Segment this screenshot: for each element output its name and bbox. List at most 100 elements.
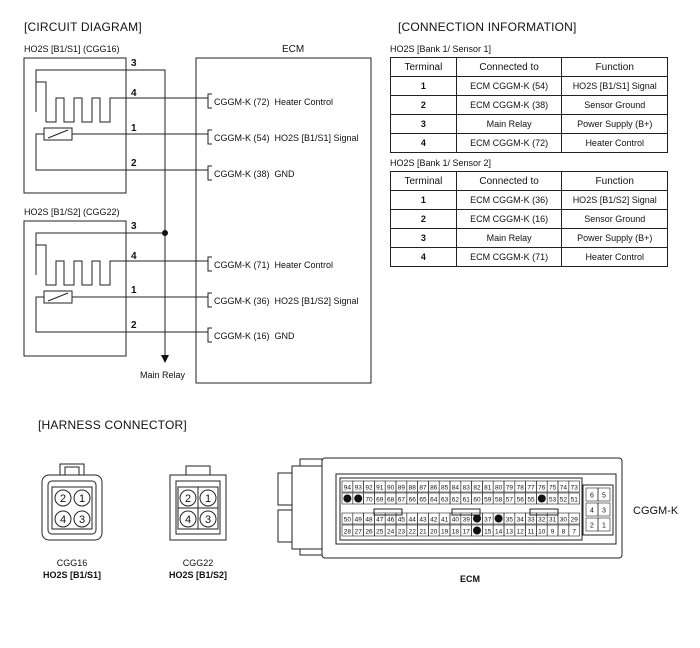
ecm-pin-number: 92 — [365, 485, 373, 492]
cgg16-pin-1: 1 — [79, 493, 85, 505]
cgg16-pin-3: 3 — [79, 514, 85, 526]
ecm-pin-number: 53 — [549, 497, 557, 504]
ecm-s2-heater: CGGM-K (71) Heater Control — [214, 260, 333, 270]
ecm-pin-number: 20 — [430, 529, 438, 536]
cgg22-pin-1: 1 — [205, 493, 211, 505]
sensor2-box — [23, 220, 127, 357]
ecm-s1-signal: CGGM-K (54) HO2S [B1/S1] Signal — [214, 133, 359, 143]
ecm-pin-number: 10 — [538, 529, 546, 536]
ecm-pin-number: 83 — [463, 485, 471, 492]
sensor2-heater — [35, 244, 126, 286]
col-connected-to: Connected to — [455, 171, 563, 191]
s2-pin2-label: 2 — [131, 320, 137, 331]
ecm-pin-number: 59 — [484, 497, 492, 504]
ecm-pin-number: 64 — [430, 497, 438, 504]
cgg22-name: HO2S [B1/S2] — [169, 570, 227, 580]
cgg22-pin-3: 3 — [205, 514, 211, 526]
ecm-pin-number: 13 — [506, 529, 514, 536]
ecm-pin-number: 66 — [409, 497, 417, 504]
harness-connector-heading: [HARNESS CONNECTOR] — [38, 418, 187, 432]
ecm-pin-number: 62 — [452, 497, 460, 504]
s1-pin2-label: 2 — [131, 158, 137, 169]
sensor2-title: HO2S [B1/S2] (CGG22) — [24, 207, 120, 217]
s1-pin4-label: 4 — [131, 88, 137, 99]
ecm-pin-number: 86 — [430, 485, 438, 492]
sensor1-title: HO2S [B1/S1] (CGG16) — [24, 44, 120, 54]
ecm-side-pin-cell — [597, 517, 611, 532]
ecm-pin-number: 76 — [538, 485, 546, 492]
connection-info: HO2S [Bank 1/ Sensor 1] Terminal Connect… — [390, 44, 668, 267]
ecm-pin-number: 11 — [528, 529, 535, 536]
ecm-pin-number: 49 — [355, 517, 363, 524]
ecm-s2-signal: CGGM-K (36) HO2S [B1/S2] Signal — [214, 296, 359, 306]
cgg22-pin-2: 2 — [185, 493, 191, 505]
ecm-pin-number: 85 — [441, 485, 449, 492]
ecm-pin-number: 17 — [463, 529, 471, 536]
ecm-pin-number: 44 — [409, 517, 417, 524]
circuit-diagram-heading: [CIRCUIT DIAGRAM] — [24, 20, 142, 34]
ecm-pin-cell — [568, 512, 580, 525]
ecm-pin-number: 89 — [398, 485, 406, 492]
ecm-pin-empty-dot — [343, 494, 352, 503]
ecm-pin-cell — [568, 480, 580, 493]
s2-pin4-label: 4 — [131, 251, 137, 262]
cgg16-code: CGG16 — [57, 558, 88, 568]
ecm-pin-number: 68 — [387, 497, 395, 504]
s2-pin3-label: 3 — [131, 221, 137, 232]
ecm-pin-number: 61 — [463, 497, 471, 504]
ecm-side-pin-number: 4 — [590, 508, 594, 515]
ecm-pin-number: 88 — [409, 485, 417, 492]
main-relay-wire — [126, 69, 166, 355]
col-function: Function — [561, 57, 668, 77]
ecm-side-pin-number: 3 — [602, 508, 606, 515]
ecm-pin-number: 32 — [538, 517, 546, 524]
ecm-pin-number: 8 — [562, 529, 566, 536]
ecm-pin-number: 35 — [506, 517, 514, 524]
ecm-pin-number: 30 — [560, 517, 568, 524]
ecm-label: ECM — [460, 574, 480, 584]
col-terminal: Terminal — [390, 171, 457, 191]
ecm-pin-number: 42 — [430, 517, 438, 524]
sensor2-heater-feed — [35, 232, 126, 245]
ecm-pin-number: 80 — [495, 485, 503, 492]
ecm-pin-number: 90 — [387, 485, 395, 492]
ecm-pin-number: 56 — [517, 497, 525, 504]
ecm-pin-number: 48 — [365, 517, 373, 524]
ecm-pin-number: 55 — [527, 497, 535, 504]
ecm-pin-number: 78 — [517, 485, 525, 492]
sensor2-element-wires — [35, 296, 126, 333]
ecm-pin-number: 39 — [463, 517, 471, 524]
ecm-pin-empty-dot — [494, 514, 503, 523]
cgg22-code: CGG22 — [183, 558, 214, 568]
ecm-pin-number: 73 — [571, 485, 579, 492]
ecm-title: ECM — [282, 44, 304, 55]
ecm-side-pin-number: 1 — [602, 523, 606, 530]
ecm-pin-number: 37 — [484, 517, 492, 524]
ecm-pin-number: 34 — [517, 517, 525, 524]
ecm-pin-number: 25 — [376, 529, 384, 536]
ecm-s1-gnd: CGGM-K (38) GND — [214, 169, 295, 179]
ecm-pin-number: 31 — [549, 517, 557, 524]
ecm-pin-cell — [568, 492, 580, 505]
ecm-pin-number: 46 — [387, 517, 395, 524]
s2-pin1-label: 1 — [131, 285, 137, 296]
main-relay-label: Main Relay — [140, 370, 186, 380]
ecm-pin-number: 14 — [495, 529, 503, 536]
ecm-pin-number: 65 — [419, 497, 427, 504]
ecm-pin-number: 84 — [452, 485, 460, 492]
ecm-pin-number: 21 — [419, 529, 427, 536]
cgg16-name: HO2S [B1/S1] — [43, 570, 101, 580]
ecm-side-pin-number: 6 — [590, 493, 594, 500]
ecm-pin-number: 91 — [376, 485, 384, 492]
ecm-pin-number: 40 — [452, 517, 460, 524]
ecm-pin-number: 51 — [571, 497, 579, 504]
s1-pin3-label: 3 — [131, 58, 137, 69]
ecm-pin-number: 74 — [560, 485, 568, 492]
ecm-pin-number: 22 — [409, 529, 417, 536]
ecm-side-pin-number: 5 — [602, 493, 606, 500]
